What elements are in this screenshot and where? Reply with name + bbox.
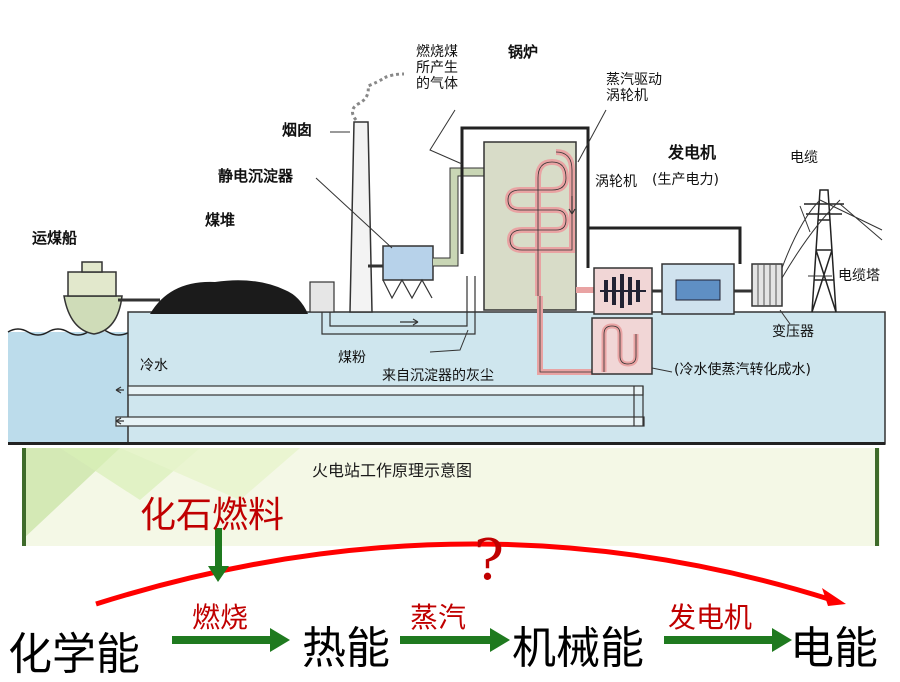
water-wave: [7, 328, 131, 336]
fossil-fuel-down-arrow: [208, 528, 229, 582]
label-condenser-note: (冷水使蒸汽转化成水): [674, 362, 811, 378]
label-turbine: 涡轮机: [595, 174, 637, 190]
process-combustion: 燃烧: [192, 601, 249, 634]
label-coal-gas: 燃烧煤所产生的气体: [416, 44, 458, 93]
transformer: [751, 263, 783, 307]
process-arrow-1: [172, 628, 290, 652]
process-steam: 蒸汽: [410, 601, 467, 634]
cold-water-pipe-bottom: [115, 416, 645, 427]
label-cable-tower: 电缆塔: [838, 268, 880, 284]
label-steam-turbine-drive: 蒸汽驱动涡轮机: [606, 72, 662, 105]
stage-thermal-energy: 热能: [302, 623, 390, 674]
water: [8, 332, 130, 444]
label-transformer: 变压器: [772, 324, 814, 340]
label-cold-water: 冷水: [140, 358, 168, 374]
label-precipitator: 静电沉淀器: [218, 167, 294, 185]
stage-mechanical-energy: 机械能: [512, 623, 644, 674]
label-cable: 电缆: [790, 150, 818, 166]
label-boiler: 锅炉: [508, 43, 539, 61]
stage-chemical-energy: 化学能: [8, 629, 140, 680]
fossil-fuel-label: 化石燃料: [140, 495, 285, 536]
coal-pile: [150, 280, 308, 314]
precipitator: [382, 245, 434, 281]
cold-water-pipe-top: [127, 385, 644, 396]
coal-ship-hull: [63, 295, 123, 335]
label-generator: 发电机: [668, 143, 717, 162]
chimney: [349, 121, 373, 313]
coal-ship-cabin: [67, 271, 117, 297]
label-chimney: 烟囱: [282, 121, 313, 139]
label-ash: 来自沉淀器的灰尘: [382, 368, 494, 384]
label-coal-pile: 煤堆: [205, 211, 236, 229]
label-coal-powder: 煤粉: [338, 350, 366, 366]
red-curve-arrow: [95, 541, 833, 607]
process-arrow-2: [400, 628, 510, 652]
label-generator-note: (生产电力): [652, 172, 719, 188]
process-generator: 发电机: [668, 601, 753, 634]
coal-feed-pipe: [321, 276, 476, 335]
process-arrow-3: [664, 628, 792, 652]
cable-tower: [811, 189, 837, 313]
smoke: [351, 72, 405, 121]
label-coal-ship: 运煤船: [32, 229, 78, 247]
diagram-caption: 火电站工作原理示意图: [312, 461, 473, 480]
question-mark: ?: [474, 528, 505, 593]
stage-electric-energy: 电能: [790, 623, 878, 674]
gas-pipe: [433, 168, 484, 266]
